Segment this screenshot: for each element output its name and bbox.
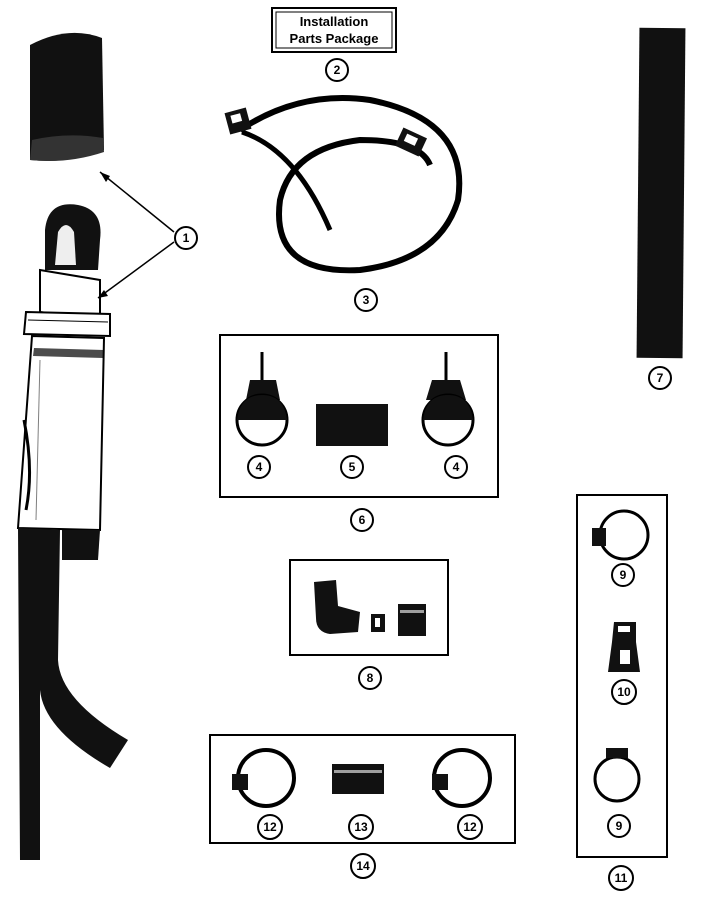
callout-6: 6: [350, 508, 374, 532]
title-line-2: Parts Package: [290, 31, 379, 46]
callout-10-label: 10: [617, 685, 631, 699]
callout-2: 2: [325, 58, 349, 82]
drain-hose-assembly: [16, 204, 128, 860]
fill-hose: [224, 95, 463, 274]
callout-12b-label: 12: [463, 820, 477, 834]
panel-6: [219, 334, 499, 498]
callout-14: 14: [350, 853, 376, 879]
panel-14: [209, 734, 516, 844]
callout-10: 10: [611, 679, 637, 705]
callout-9b-label: 9: [616, 819, 623, 833]
callout-13-label: 13: [354, 820, 368, 834]
callout-12-left: 12: [257, 814, 283, 840]
callout-4-right: 4: [444, 455, 468, 479]
callout-8: 8: [358, 666, 382, 690]
callout-1-label: 1: [183, 231, 190, 245]
callout-12-right: 12: [457, 814, 483, 840]
callout-1: 1: [174, 226, 198, 250]
leader-line-1b: [97, 241, 175, 299]
title-line-1: Installation: [300, 14, 369, 29]
installation-parts-package-label: Installation Parts Package: [271, 7, 397, 53]
callout-8-label: 8: [367, 671, 374, 685]
callout-12a-label: 12: [263, 820, 277, 834]
callout-14-label: 14: [356, 859, 370, 873]
callout-4b-label: 4: [453, 460, 460, 474]
callout-9-bottom: 9: [607, 814, 631, 838]
drain-hose-cap: [30, 32, 104, 161]
drain-hose-strip: [636, 27, 686, 359]
callout-3: 3: [354, 288, 378, 312]
callout-9-top: 9: [611, 563, 635, 587]
callout-11: 11: [608, 865, 634, 891]
callout-5: 5: [340, 455, 364, 479]
callout-3-label: 3: [363, 293, 370, 307]
callout-9a-label: 9: [620, 568, 627, 582]
callout-2-label: 2: [334, 63, 341, 77]
panel-8: [289, 559, 449, 656]
callout-7: 7: [648, 366, 672, 390]
callout-6-label: 6: [359, 513, 366, 527]
callout-4-left: 4: [247, 455, 271, 479]
callout-4a-label: 4: [256, 460, 263, 474]
panel-11: [576, 494, 668, 858]
callout-13: 13: [348, 814, 374, 840]
callout-7-label: 7: [657, 371, 664, 385]
callout-5-label: 5: [349, 460, 356, 474]
callout-11-label: 11: [615, 871, 628, 885]
leader-line-1a: [99, 171, 175, 233]
